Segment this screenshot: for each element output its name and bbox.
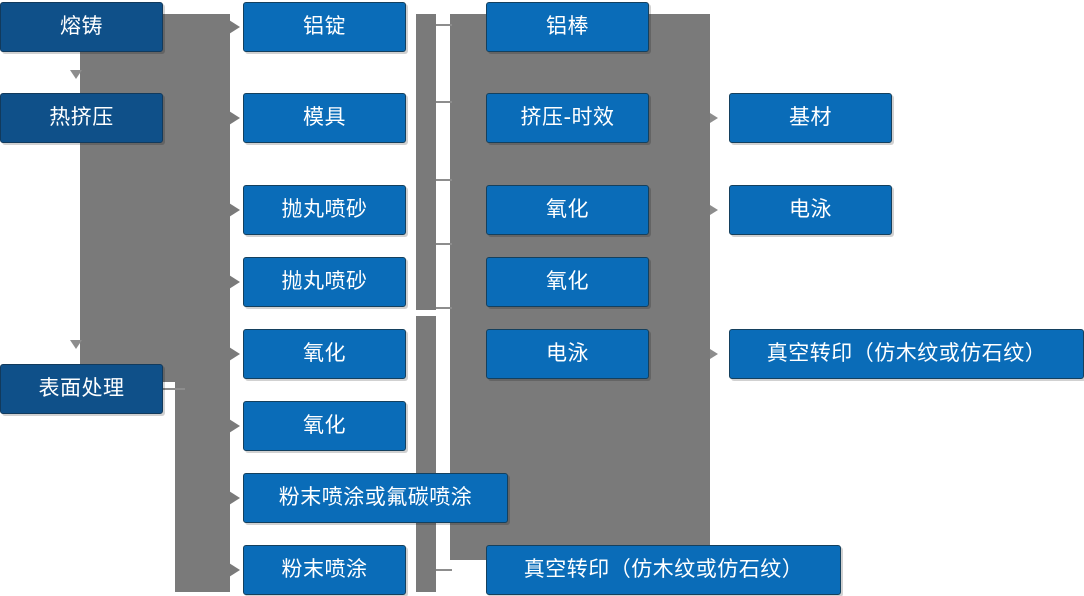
node-label: 真空转印（仿木纹或仿石纹） — [766, 341, 1047, 366]
node-jicai[interactable]: 基材 — [729, 93, 892, 143]
node-ludinng[interactable]: 铝锭 — [243, 2, 406, 52]
node-label: 基材 — [789, 105, 832, 130]
node-label: 氧化 — [546, 269, 589, 294]
node-fenmopentu-huotan[interactable]: 粉末喷涂或氟碳喷涂 — [243, 473, 508, 523]
node-rejiya[interactable]: 热挤压 — [0, 93, 163, 143]
node-label: 电泳 — [546, 341, 589, 366]
node-label: 粉末喷涂或氟碳喷涂 — [278, 485, 473, 510]
arrow-to-zhenkong1 — [710, 349, 718, 359]
arrow-to-fenmo1 — [229, 491, 240, 505]
node-lubang[interactable]: 铝棒 — [486, 2, 649, 52]
node-label: 抛丸喷砂 — [281, 269, 368, 294]
node-rongzhu[interactable]: 熔铸 — [0, 2, 163, 52]
node-yanghua-3[interactable]: 氧化 — [486, 185, 649, 235]
tick-connector-3 — [436, 179, 452, 181]
node-label: 真空转印（仿木纹或仿石纹） — [523, 557, 804, 582]
node-yanghua-1[interactable]: 氧化 — [243, 329, 406, 379]
node-dianyong-1[interactable]: 电泳 — [486, 329, 649, 379]
node-yanghua-2[interactable]: 氧化 — [243, 401, 406, 451]
arrow-to-jicai — [710, 113, 718, 123]
rail-gap-2 — [436, 103, 450, 178]
node-dianyong-2[interactable]: 电泳 — [729, 185, 892, 235]
rail-gap-1 — [436, 25, 450, 100]
tick-connector-2 — [436, 101, 452, 103]
tick-connector-6 — [436, 569, 452, 571]
arrow-to-yanghua1 — [229, 347, 240, 361]
node-yanghua-4[interactable]: 氧化 — [486, 257, 649, 307]
node-label: 氧化 — [546, 197, 589, 222]
node-label: 电泳 — [789, 197, 832, 222]
rail-notch-1 — [436, 14, 450, 23]
node-jiya-shixiao[interactable]: 挤压-时效 — [486, 93, 649, 143]
node-label: 粉末喷涂 — [281, 557, 368, 582]
tick-connector-5 — [436, 307, 452, 309]
node-label: 挤压-时效 — [520, 105, 615, 130]
arrow-to-ludinng — [229, 20, 240, 34]
node-label: 热挤压 — [49, 105, 114, 130]
arrow-to-paowan1 — [229, 203, 240, 217]
node-fenmopentu[interactable]: 粉末喷涂 — [243, 545, 406, 595]
connector-biaomian-to-spine — [163, 388, 185, 390]
node-muju[interactable]: 模具 — [243, 93, 406, 143]
notch-down-rejiya — [70, 70, 82, 79]
gray-rail-a2 — [416, 316, 436, 592]
node-label: 熔铸 — [60, 14, 103, 39]
arrow-to-muju — [229, 111, 240, 125]
gray-rail-a — [416, 14, 436, 310]
notch-down-biaomian — [70, 340, 82, 349]
node-zhenkongzhuanyin-bottom[interactable]: 真空转印（仿木纹或仿石纹） — [486, 545, 841, 595]
arrow-to-paowan2 — [229, 275, 240, 289]
node-label: 表面处理 — [38, 376, 125, 401]
node-label: 铝锭 — [303, 14, 346, 39]
node-label: 铝棒 — [546, 14, 589, 39]
node-label: 氧化 — [303, 413, 346, 438]
tick-connector-1 — [436, 24, 452, 26]
node-biaomianchuli[interactable]: 表面处理 — [0, 364, 163, 414]
rail-gap-4 — [436, 245, 450, 306]
node-label: 模具 — [303, 105, 346, 130]
arrow-to-yanghua2 — [229, 419, 240, 433]
gray-spine-left-lower — [175, 374, 230, 592]
gray-spine-left-upper — [80, 14, 230, 374]
tick-connector-4 — [436, 243, 452, 245]
arrow-to-fenmo2 — [229, 563, 240, 577]
rail-gap-3 — [436, 181, 450, 242]
node-label: 氧化 — [303, 341, 346, 366]
node-paowanpensha-1[interactable]: 抛丸喷砂 — [243, 185, 406, 235]
arrow-to-dianyong2 — [710, 205, 718, 215]
node-label: 抛丸喷砂 — [281, 197, 368, 222]
node-paowanpensha-2[interactable]: 抛丸喷砂 — [243, 257, 406, 307]
node-zhenkongzhuanyin-right[interactable]: 真空转印（仿木纹或仿石纹） — [729, 329, 1084, 379]
